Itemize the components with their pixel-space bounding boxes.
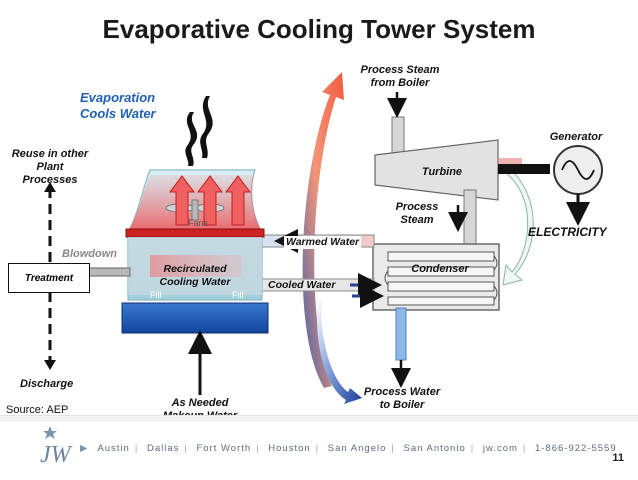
label-fill-left: Fill xyxy=(150,290,162,300)
footer-band xyxy=(0,416,638,422)
steam-curve-arrow xyxy=(302,72,344,388)
label-line: Process Water xyxy=(363,386,441,398)
jw-logo: JW xyxy=(40,426,73,468)
label-line: Plant xyxy=(36,161,64,173)
footer-link-san-antonio[interactable]: San Antonio xyxy=(403,443,466,454)
steam-plume-left xyxy=(185,112,198,166)
label-line: Cooling Water xyxy=(159,276,231,288)
label-turbine: Turbine xyxy=(421,166,463,178)
footer xyxy=(0,415,638,480)
label-line: Cools Water xyxy=(80,106,156,121)
label-line: Processes xyxy=(22,174,78,186)
label-blowdown: Blowdown xyxy=(62,248,117,260)
label-process-water: Process Water to Boiler xyxy=(352,386,452,412)
steam-plume-right xyxy=(200,96,213,158)
label-line: As Needed xyxy=(171,397,229,409)
label-fans: Fans xyxy=(188,218,209,228)
footer-link-austin[interactable]: Austin xyxy=(97,443,130,454)
play-icon: ▶ xyxy=(80,443,89,454)
distribution-header xyxy=(125,228,265,238)
label-recirculated: Recirculated Cooling Water xyxy=(150,263,240,289)
label-cooled-water: Cooled Water xyxy=(268,279,336,291)
label-line: Evaporation xyxy=(80,90,156,105)
footer-link-fort-worth[interactable]: Fort Worth xyxy=(196,443,252,454)
process-water-pipe xyxy=(395,307,407,361)
label-evaporation: Evaporation Cools Water xyxy=(80,90,190,122)
label-reuse: Reuse in other Plant Processes xyxy=(4,148,96,187)
footer-link-dallas[interactable]: Dallas xyxy=(146,443,180,454)
source-note: Source: AEP xyxy=(6,404,69,416)
return-curve-arrow xyxy=(502,166,534,286)
label-line: Steam xyxy=(400,214,434,226)
label-electricity: ELECTRICITY xyxy=(528,225,607,239)
treatment-box: Treatment xyxy=(8,263,90,293)
generator-sine xyxy=(561,160,595,180)
footer-link-houston[interactable]: Houston xyxy=(268,443,311,454)
label-condenser: Condenser xyxy=(411,263,469,275)
water-curve-arrow xyxy=(317,300,362,404)
page-number: 11 xyxy=(612,452,624,464)
hot-air-arrows xyxy=(169,175,251,226)
footer-link-website[interactable]: jw.com xyxy=(482,443,518,454)
turbine-shaft xyxy=(498,164,550,174)
footer-links: ▶ Austin| Dallas| Fort Worth| Houston| S… xyxy=(80,443,617,454)
turbine-exhaust-pipe xyxy=(463,189,477,246)
footer-link-san-angelo[interactable]: San Angelo xyxy=(327,443,387,454)
label-process-steam: Process Steam xyxy=(392,201,442,227)
label-fill-right: Fill xyxy=(232,290,244,300)
cooling-tower-diagram xyxy=(44,72,603,404)
page-title: Evaporative Cooling Tower System xyxy=(102,14,536,44)
label-warmed-water: Warmed Water xyxy=(284,236,362,249)
cold-water-basin xyxy=(121,302,269,334)
footer-phone: 1-866-922-5559 xyxy=(535,443,617,454)
blowdown-pipe xyxy=(87,267,131,277)
label-line: Recirculated xyxy=(163,263,227,275)
label-line: Process Steam xyxy=(360,64,440,76)
label-generator: Generator xyxy=(549,131,603,143)
label-discharge: Discharge xyxy=(20,378,74,390)
label-process-steam-from-boiler: Process Steam from Boiler xyxy=(340,64,460,90)
label-line: Reuse in other xyxy=(11,148,89,160)
label-line: to Boiler xyxy=(379,399,425,411)
turbine-body xyxy=(374,139,499,201)
label-line: from Boiler xyxy=(370,77,430,89)
label-line: Process xyxy=(395,201,439,213)
logo-text: JW xyxy=(40,442,73,468)
